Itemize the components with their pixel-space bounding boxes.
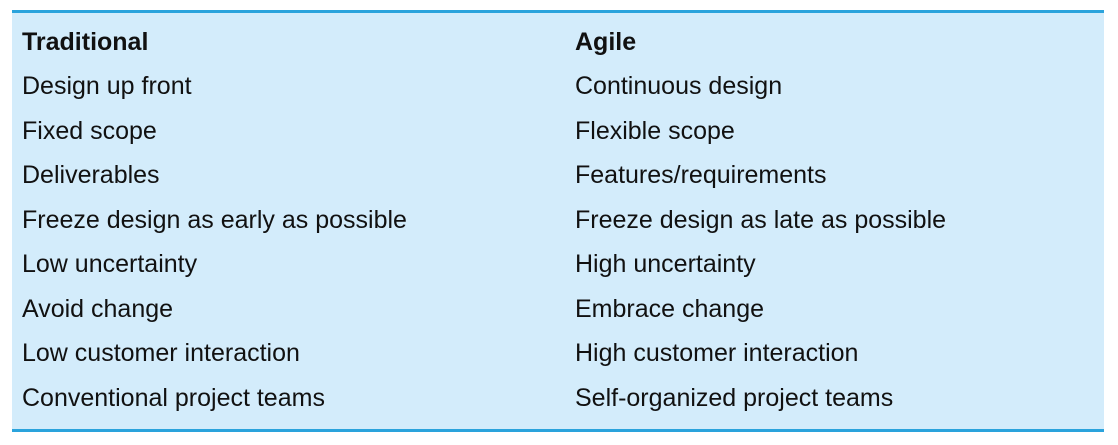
table-row: Deliverables Features/requirements: [12, 154, 1104, 199]
traditional-cell: Freeze design as early as possible: [22, 205, 407, 234]
header-row: Traditional Agile: [12, 20, 1104, 65]
agile-cell: High customer interaction: [575, 339, 859, 368]
traditional-cell: Design up front: [22, 72, 192, 101]
table-header: Traditional Agile: [12, 20, 1104, 65]
table-row: Low customer interaction High customer i…: [12, 332, 1104, 377]
agile-cell: Flexible scope: [575, 116, 735, 145]
agile-cell: Continuous design: [575, 72, 783, 101]
table-row: Freeze design as early as possible Freez…: [12, 198, 1104, 243]
table-row: Design up front Continuous design: [12, 65, 1104, 110]
comparison-table-panel: Traditional Agile Design up front Contin…: [12, 10, 1104, 432]
table-row: Fixed scope Flexible scope: [12, 109, 1104, 154]
table-row: Conventional project teams Self-organize…: [12, 376, 1104, 421]
table-row: Low uncertainty High uncertainty: [12, 243, 1104, 288]
traditional-cell: Deliverables: [22, 161, 160, 190]
traditional-cell: Low customer interaction: [22, 339, 300, 368]
traditional-cell: Low uncertainty: [22, 250, 198, 279]
agile-cell: Self-organized project teams: [575, 383, 894, 412]
table-row: Avoid change Embrace change: [12, 287, 1104, 332]
traditional-cell: Fixed scope: [22, 116, 157, 145]
agile-cell: Features/requirements: [575, 161, 827, 190]
header-agile: Agile: [575, 27, 637, 56]
agile-cell: Embrace change: [575, 294, 765, 323]
traditional-cell: Conventional project teams: [22, 383, 325, 412]
agile-cell: High uncertainty: [575, 250, 756, 279]
agile-cell: Freeze design as late as possible: [575, 205, 947, 234]
header-traditional: Traditional: [22, 27, 149, 56]
traditional-cell: Avoid change: [22, 294, 174, 323]
table-body: Design up front Continuous design Fixed …: [12, 65, 1104, 421]
comparison-table: Traditional Agile Design up front Contin…: [12, 20, 1104, 421]
